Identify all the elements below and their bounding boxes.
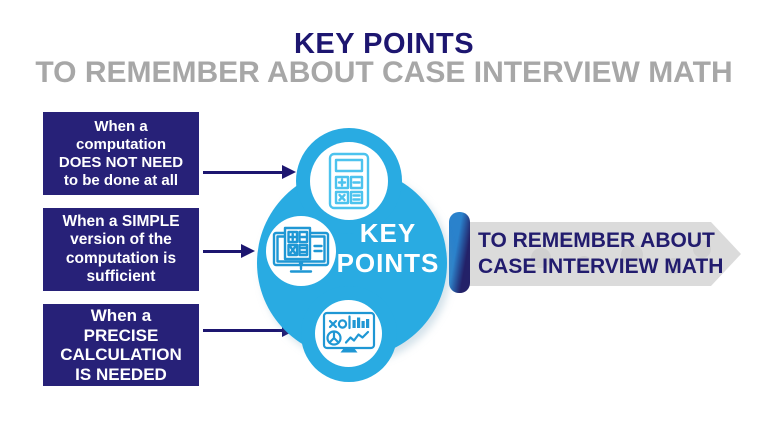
key-points-line-2: POINTS bbox=[336, 248, 440, 278]
banner-watermark bbox=[621, 244, 643, 266]
banner-watermark bbox=[559, 234, 571, 246]
arrow-head bbox=[282, 165, 296, 179]
banner-text: TO REMEMBER ABOUT CASE INTERVIEW MATH bbox=[478, 228, 723, 280]
key-points-label: KEY POINTS bbox=[326, 218, 450, 278]
computer-calculator-icon-badge bbox=[266, 216, 336, 286]
arrow-head bbox=[241, 244, 255, 258]
calculator-icon-badge bbox=[310, 142, 388, 220]
reason-box-precise-calculation: When a PRECISE CALCULATION IS NEEDED bbox=[43, 304, 199, 386]
reason-box-simple-version: When a SIMPLE version of the computation… bbox=[43, 208, 199, 291]
analytics-dashboard-icon-badge bbox=[315, 300, 382, 367]
analytics-dashboard-icon bbox=[322, 311, 375, 352]
key-points-line-1: KEY bbox=[359, 218, 417, 248]
banner-watermark bbox=[666, 258, 682, 274]
page-subtitle: TO REMEMBER ABOUT CASE INTERVIEW MATH bbox=[35, 56, 733, 89]
computer-calculator-icon bbox=[272, 226, 330, 273]
page-title: KEY POINTS bbox=[293, 28, 475, 60]
banner-watermark bbox=[576, 256, 592, 272]
reason-box-label: When a computation DOES NOT NEED to be d… bbox=[58, 117, 184, 189]
arrow-shaft bbox=[203, 249, 241, 253]
arrow-icon bbox=[203, 165, 296, 179]
arrow-shaft bbox=[203, 170, 282, 174]
banner-ribbon: TO REMEMBER ABOUT CASE INTERVIEW MATH bbox=[461, 222, 741, 286]
reason-box-label: When a SIMPLE version of the computation… bbox=[62, 212, 180, 286]
banner-line-1: TO REMEMBER ABOUT bbox=[478, 229, 715, 252]
banner-pill-divider bbox=[449, 212, 470, 293]
reason-box-label: When a PRECISE CALCULATION IS NEEDED bbox=[60, 306, 182, 384]
banner-line-2: CASE INTERVIEW MATH bbox=[478, 255, 724, 278]
reason-box-no-computation: When a computation DOES NOT NEED to be d… bbox=[43, 112, 199, 195]
arrow-shaft bbox=[203, 328, 282, 332]
banner-watermark bbox=[693, 240, 711, 258]
banner-watermark bbox=[531, 248, 551, 268]
calculator-icon bbox=[328, 152, 370, 210]
arrow-icon bbox=[203, 244, 255, 258]
